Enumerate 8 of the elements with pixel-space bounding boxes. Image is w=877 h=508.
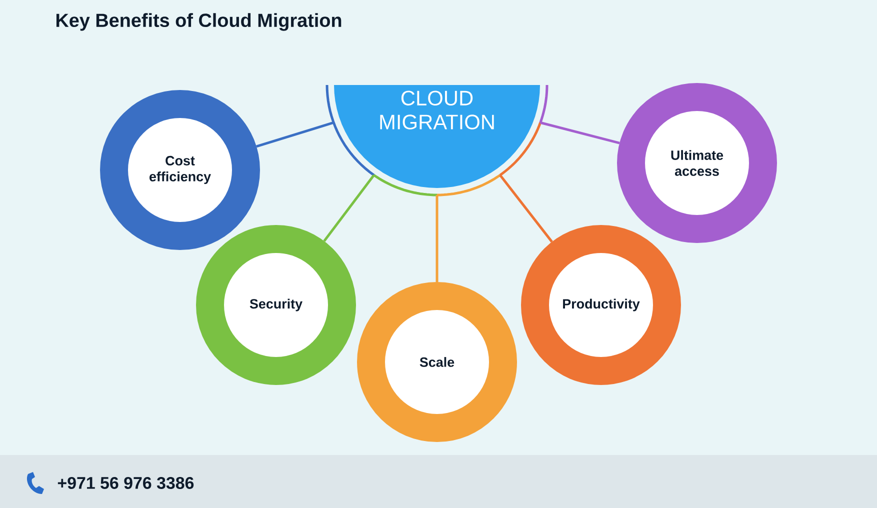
connector-line: [499, 174, 553, 243]
connector-line: [256, 121, 334, 148]
title: Key Benefits of Cloud Migration: [56, 13, 342, 31]
half-circle-hub: CLOUD MIGRATION: [334, 85, 540, 188]
connector-line: [436, 195, 438, 282]
connector-line: [540, 121, 620, 144]
phone-number: +971 56 976 3386: [58, 476, 194, 489]
connector-line: [323, 174, 375, 242]
